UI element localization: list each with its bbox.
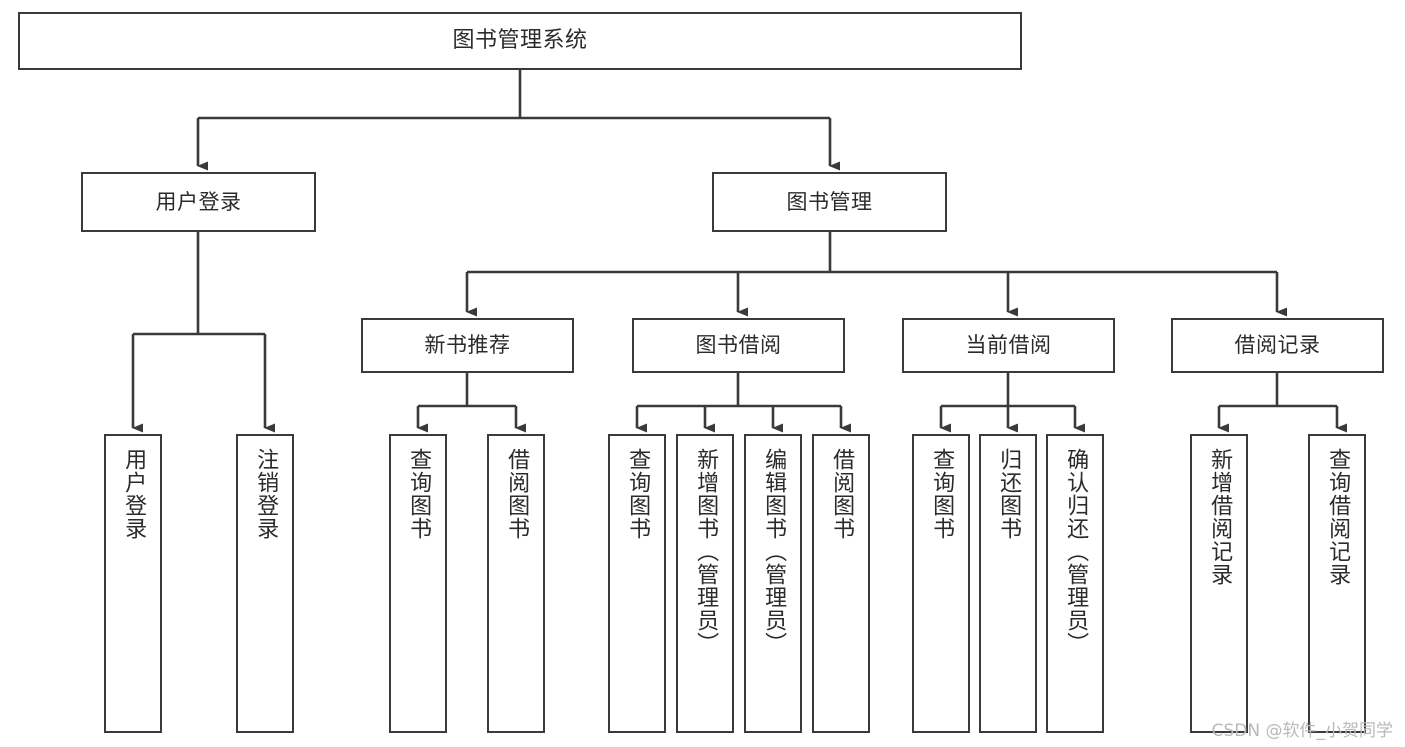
node-book-borrowing[interactable]: 图书借阅 [632, 318, 845, 373]
leaf-query-borrowing-record[interactable]: 查询借阅记录 [1308, 434, 1366, 733]
node-label: 借阅图书 [829, 448, 855, 540]
node-label: 当前借阅 [965, 333, 1052, 358]
node-label: 图书管理系统 [452, 28, 588, 54]
leaf-user-login[interactable]: 用户登录 [104, 434, 162, 733]
node-label: 借阅记录 [1234, 333, 1321, 358]
leaf-borrow-book-newbook[interactable]: 借阅图书 [487, 434, 545, 733]
node-label: 新增借阅记录 [1207, 448, 1233, 586]
leaf-borrow-book-borrow[interactable]: 借阅图书 [812, 434, 870, 733]
node-label: 归还图书 [996, 448, 1022, 540]
node-current-borrowing[interactable]: 当前借阅 [902, 318, 1115, 373]
node-root-book-management-system[interactable]: 图书管理系统 [18, 12, 1022, 70]
node-label: 查询图书 [406, 448, 432, 540]
node-user-login[interactable]: 用户登录 [81, 172, 316, 232]
node-label: 新增图书（管理员） [693, 448, 719, 655]
node-label: 新书推荐 [424, 333, 511, 358]
leaf-edit-book-admin[interactable]: 编辑图书（管理员） [744, 434, 802, 733]
leaf-query-book-newbook[interactable]: 查询图书 [389, 434, 447, 733]
node-book-management[interactable]: 图书管理 [712, 172, 947, 232]
node-label: 图书借阅 [695, 333, 782, 358]
node-label: 用户登录 [155, 189, 242, 214]
node-label: 注销登录 [253, 448, 279, 540]
node-label: 编辑图书（管理员） [761, 448, 787, 655]
leaf-query-book-borrow[interactable]: 查询图书 [608, 434, 666, 733]
leaf-confirm-return-admin[interactable]: 确认归还（管理员） [1046, 434, 1104, 733]
node-new-book-recommendation[interactable]: 新书推荐 [361, 318, 574, 373]
node-label: 图书管理 [786, 189, 873, 214]
node-label: 查询借阅记录 [1325, 448, 1351, 586]
csdn-watermark: CSDN @软件_小贺同学 [1211, 721, 1393, 741]
leaf-return-book[interactable]: 归还图书 [979, 434, 1037, 733]
node-borrowing-record[interactable]: 借阅记录 [1171, 318, 1384, 373]
leaf-logout[interactable]: 注销登录 [236, 434, 294, 733]
node-label: 查询图书 [625, 448, 651, 540]
leaf-add-book-admin[interactable]: 新增图书（管理员） [676, 434, 734, 733]
node-label: 查询图书 [929, 448, 955, 540]
node-label: 借阅图书 [504, 448, 530, 540]
node-label: 确认归还（管理员） [1063, 448, 1089, 655]
leaf-query-book-current[interactable]: 查询图书 [912, 434, 970, 733]
node-label: 用户登录 [121, 448, 147, 540]
leaf-add-borrowing-record[interactable]: 新增借阅记录 [1190, 434, 1248, 733]
